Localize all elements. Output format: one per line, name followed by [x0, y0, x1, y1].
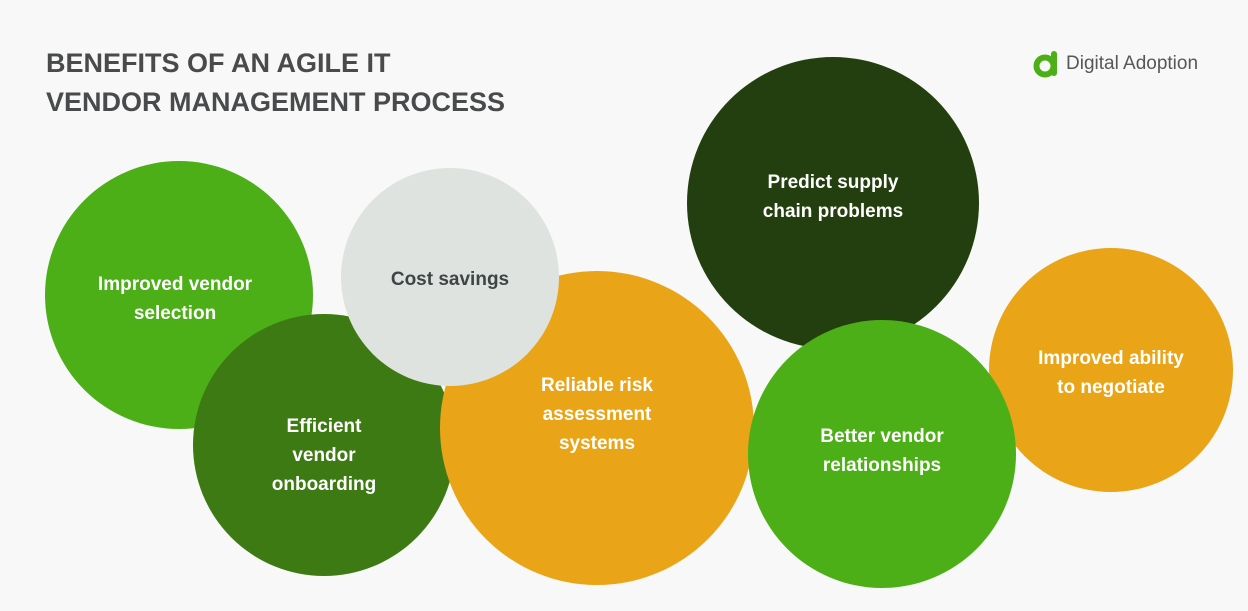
digital-adoption-logo-icon	[1033, 49, 1063, 79]
benefit-label: Improved vendor selection	[97, 274, 253, 324]
benefit-label: Predict supply chain problems	[762, 172, 904, 222]
benefit-label: Improved ability to negotiate	[1038, 348, 1184, 398]
benefit-label: Better vendor relationships	[820, 426, 944, 476]
benefit-circle-predict-supply-chain-problems: Predict supply chain problems	[687, 57, 979, 349]
title-line-2: VENDOR MANAGEMENT PROCESS	[46, 87, 506, 117]
benefit-circle-improved-vendor-selection: Improved vendor selection	[45, 161, 313, 429]
brand-logo: Digital Adoption	[1033, 48, 1198, 80]
benefit-label: Efficient vendor onboarding	[271, 415, 377, 495]
page-title: BENEFITS OF AN AGILE IT VENDOR MANAGEMEN…	[46, 44, 505, 122]
title-line-1: BENEFITS OF AN AGILE IT	[46, 48, 391, 78]
benefit-label: Cost savings	[390, 268, 510, 290]
logo-text: Digital Adoption	[1066, 53, 1199, 74]
benefit-circle-cost-savings: Cost savings	[341, 168, 559, 386]
benefit-circle-better-vendor-relationships: Better vendor relationships	[748, 320, 1016, 588]
benefit-circle-improved-ability-to-negotiate: Improved ability to negotiate	[989, 248, 1233, 492]
benefit-label: Reliable risk assessment systems	[541, 374, 653, 454]
